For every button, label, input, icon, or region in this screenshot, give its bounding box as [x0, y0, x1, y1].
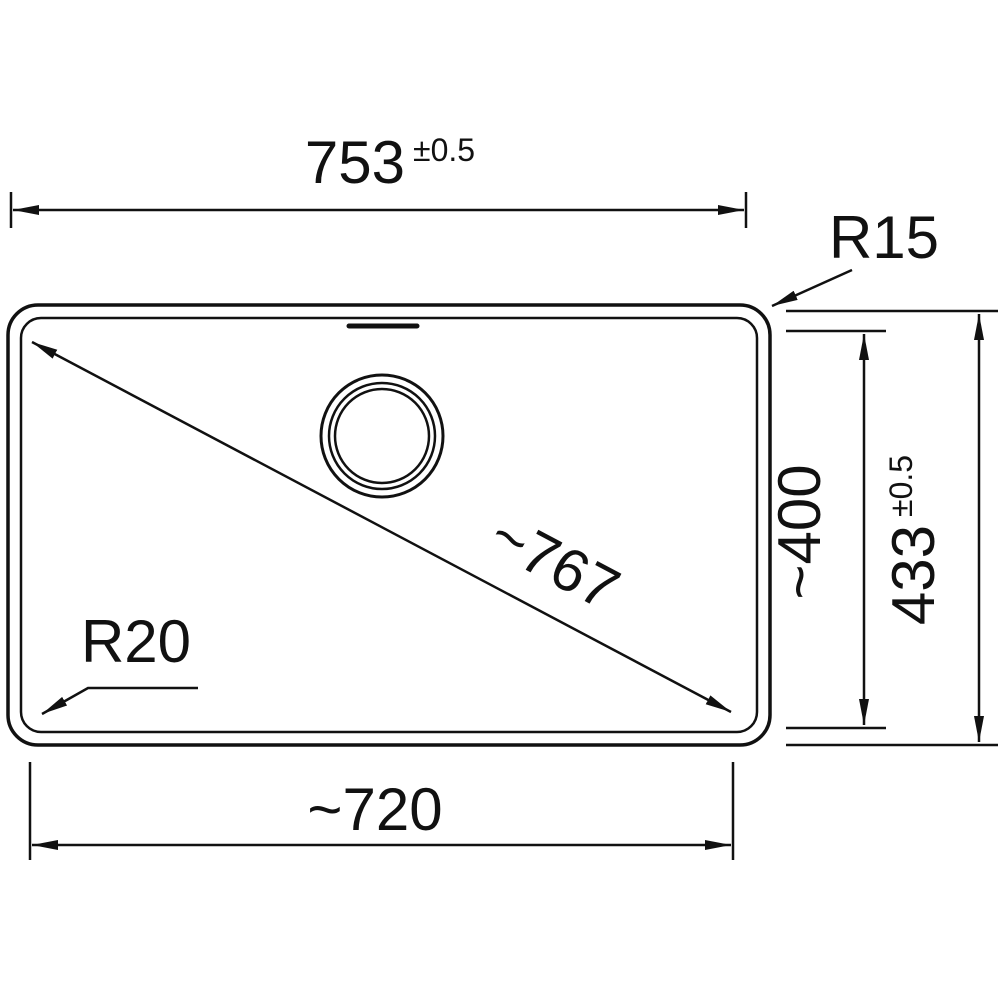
- diagonal-dimension-label: ~767: [479, 501, 630, 624]
- drain-circle-outer: [319, 373, 445, 499]
- overall-height-label: 433±0.5: [880, 455, 947, 625]
- inner-height-label: ~400: [766, 464, 833, 599]
- r20-leader-line: [41, 686, 198, 716]
- r15-leader-line: [771, 268, 853, 308]
- top-width-label: 753±0.5: [305, 129, 475, 196]
- r15-label: R15: [829, 204, 939, 271]
- sink-inner-outline: [19, 316, 759, 734]
- sink-outer-outline: [6, 303, 772, 747]
- drain-circle-inner: [333, 387, 431, 485]
- drain-circle-middle: [327, 381, 437, 491]
- bottom-width-label: ~720: [307, 776, 442, 843]
- diagonal-dimension-line: [31, 340, 732, 714]
- r20-label: R20: [81, 608, 191, 675]
